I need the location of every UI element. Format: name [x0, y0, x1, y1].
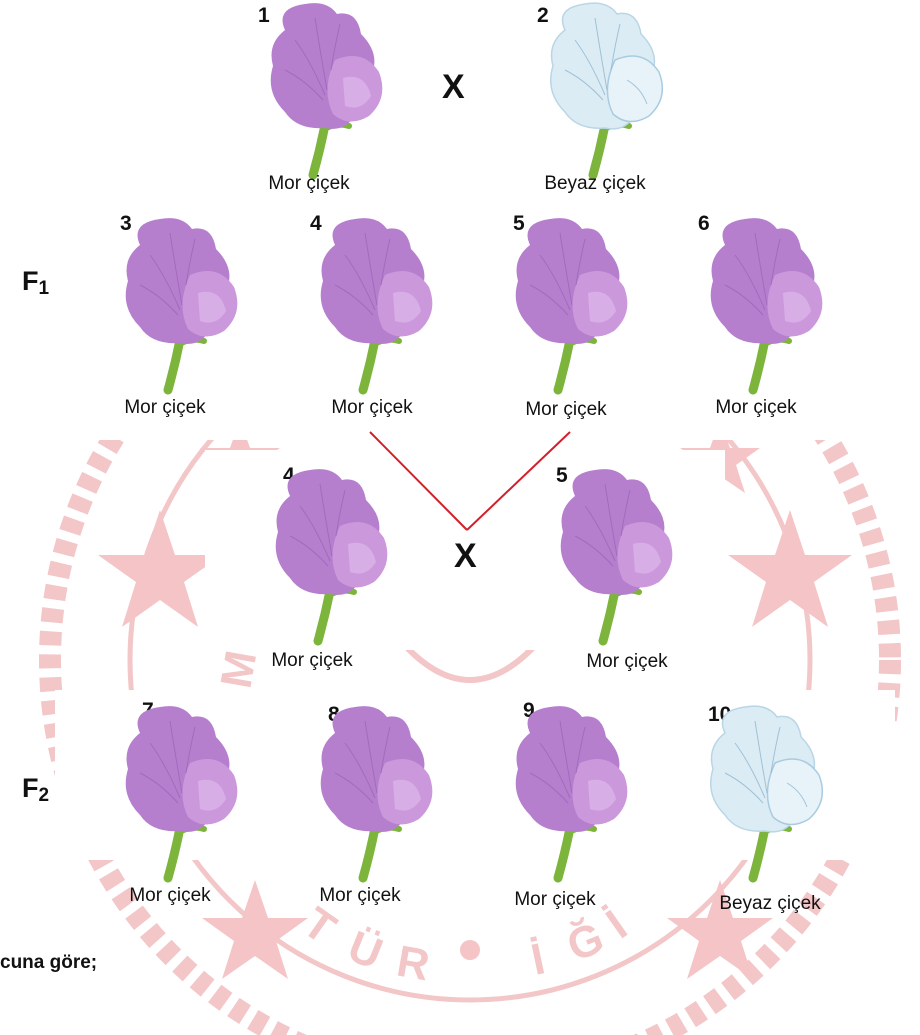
plant-caption-5-cross: Mor çiçek [586, 651, 667, 673]
generation-subscript: 2 [39, 785, 50, 806]
generation-label-f2: F2 [22, 773, 49, 804]
cross-symbol-f1: X [454, 537, 477, 576]
white-flower-icon [705, 703, 830, 883]
purple-flower-icon [120, 703, 245, 883]
plant-caption-7: Mor çiçek [129, 885, 210, 907]
generation-letter: F [22, 773, 39, 803]
plant-caption-8: Mor çiçek [319, 885, 400, 907]
purple-flower-icon [270, 466, 395, 646]
plant-caption-10: Beyaz çiçek [719, 893, 820, 915]
plant-caption-9: Mor çiçek [514, 889, 595, 911]
purple-flower-icon [315, 703, 440, 883]
question-text: cuna göre; [0, 952, 97, 974]
purple-flower-icon [555, 466, 680, 646]
purple-flower-icon [510, 703, 635, 883]
plant-caption-4-cross: Mor çiçek [271, 650, 352, 672]
